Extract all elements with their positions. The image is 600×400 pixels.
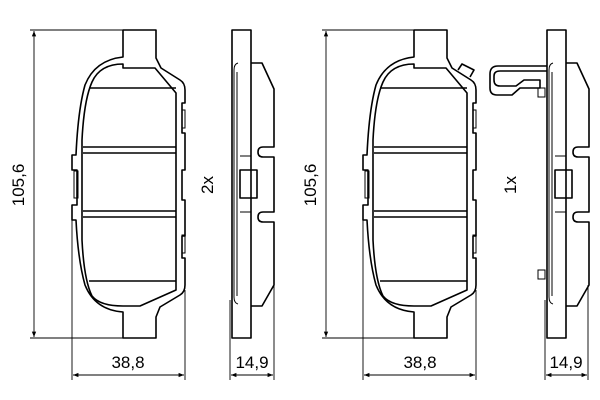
- thickness-dimension: 14,9: [229, 285, 275, 380]
- height-label: 105,6: [301, 164, 320, 207]
- pad-front-view: [362, 29, 477, 339]
- width-label: 38,8: [111, 353, 144, 372]
- thickness-label: 14,9: [235, 353, 268, 372]
- width-dimension: 38,8: [71, 220, 186, 380]
- pad-set-2: 105,6 38,8 14,9 1x: [301, 29, 590, 380]
- width-dimension: 38,8: [362, 220, 477, 380]
- quantity-label: 1x: [501, 176, 520, 194]
- height-dimension: 105,6: [9, 29, 123, 339]
- pad-side-view: [546, 29, 590, 339]
- quantity-label: 2x: [198, 176, 217, 194]
- pad-side-view: [231, 29, 275, 339]
- thickness-label: 14,9: [549, 353, 582, 372]
- spring-clip: [489, 65, 547, 96]
- thickness-dimension: 14,9: [544, 285, 589, 380]
- pad-front-view: [71, 29, 186, 339]
- width-label: 38,8: [403, 353, 436, 372]
- height-dimension: 105,6: [301, 29, 414, 339]
- height-label: 105,6: [9, 164, 28, 207]
- pad-set-1: 105,6 38,8 14,9 2x: [9, 29, 275, 380]
- wear-indicator-tab: [457, 63, 475, 78]
